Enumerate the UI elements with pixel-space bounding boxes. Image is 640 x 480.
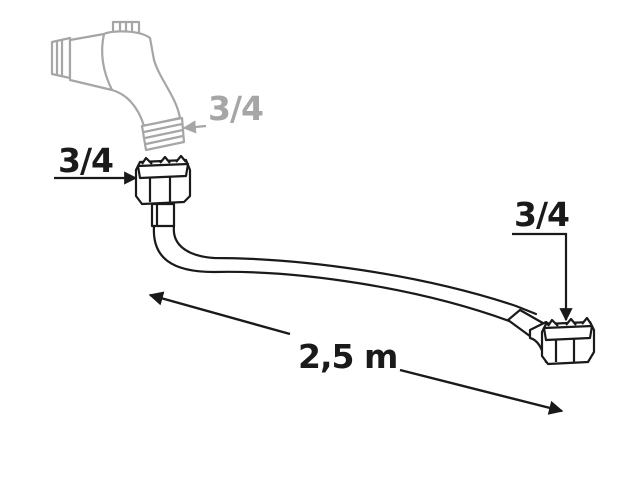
outlet-thread-label: 3/4 — [514, 195, 569, 234]
tap-thread-label: 3/4 — [208, 89, 263, 128]
tap-thread-arrow — [182, 120, 207, 134]
hose — [152, 224, 538, 332]
length-arrow-right — [399, 368, 564, 415]
inlet-thread-label: 3/4 — [58, 141, 113, 180]
hose-length-label: 2,5 m — [298, 337, 397, 376]
hose-inlet-fitting — [134, 154, 192, 228]
length-arrow-left — [148, 291, 291, 336]
garden-tap — [50, 20, 186, 152]
hose-outlet-fitting — [506, 308, 596, 366]
outlet-thread-arrow — [512, 232, 573, 322]
